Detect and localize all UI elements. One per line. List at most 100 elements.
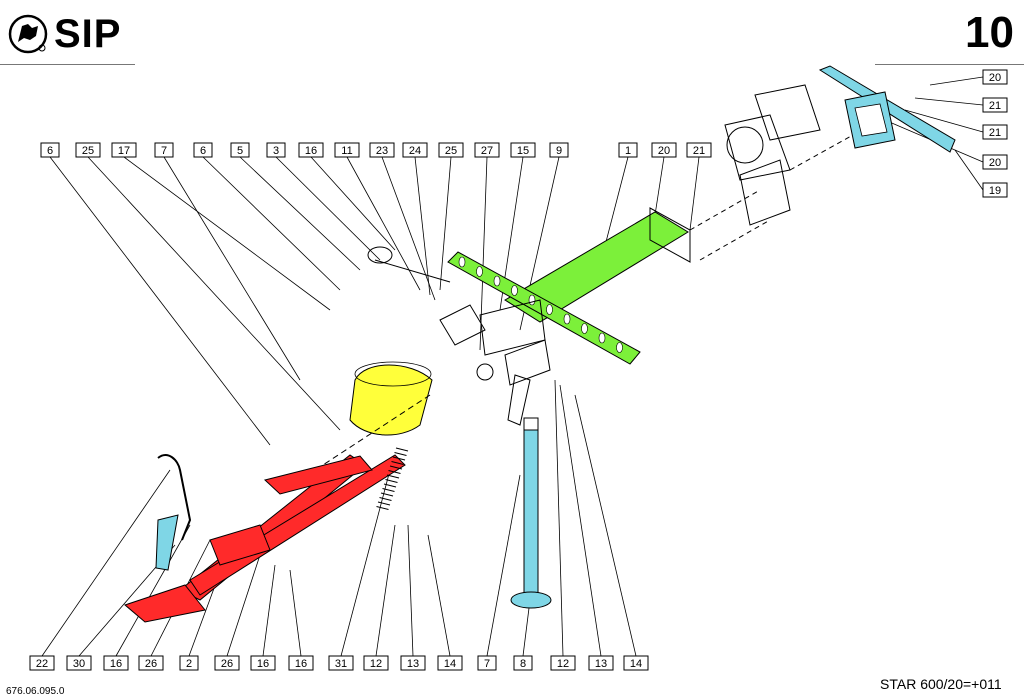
slot-hole: [476, 266, 483, 277]
hook-rod-tube: [155, 514, 179, 571]
spring-coil: [383, 483, 397, 488]
sip-logo-icon: [8, 14, 48, 54]
callout-number: 16: [110, 658, 122, 670]
callout-top-1: 6: [40, 142, 60, 158]
callout-number: 12: [557, 658, 569, 670]
callout-number: 11: [341, 145, 352, 157]
spring-coil: [379, 497, 392, 501]
callout-right-1: 20: [982, 69, 1008, 85]
callout-number: 15: [517, 145, 529, 157]
callout-bottom-9: 31: [328, 655, 354, 671]
callout-number: 12: [370, 658, 382, 670]
spring: [376, 447, 409, 510]
page-number: 10: [965, 8, 1014, 57]
callout-number: 16: [295, 658, 307, 670]
callout-number: 13: [407, 658, 419, 670]
callout-top-3: 17: [111, 142, 137, 158]
callout-number: 24: [409, 145, 421, 157]
callout-bottom-5: 2: [179, 655, 199, 671]
slot-hole: [581, 323, 588, 334]
callout-bottom-7: 16: [250, 655, 276, 671]
callout-top-9: 11: [334, 142, 360, 158]
main-beam-end-plate: [649, 207, 691, 263]
main-beam: [447, 207, 691, 365]
hitch-assembly: [299, 246, 551, 481]
callout-bottom-14: 8: [513, 655, 533, 671]
callout-top-12: 25: [438, 142, 464, 158]
callout-number: 26: [145, 658, 157, 670]
slot-hole: [493, 275, 501, 287]
slot-hole: [511, 285, 518, 296]
callout-top-15: 9: [549, 142, 569, 158]
callout-number: 21: [989, 100, 1001, 112]
red-frame-arm: [124, 454, 406, 623]
callout-number: 1: [625, 145, 631, 157]
callout-top-6: 5: [230, 142, 250, 158]
callout-right-3: 21: [982, 124, 1008, 140]
header-rule-right: [875, 64, 1024, 65]
callout-bottom-17: 14: [623, 655, 649, 671]
slot-hole: [458, 256, 466, 268]
callout-bottom-6: 26: [214, 655, 240, 671]
callout-number: 19: [989, 185, 1001, 197]
spring-coil: [377, 501, 391, 506]
callout-bottom-13: 7: [477, 655, 497, 671]
callout-bottom-8: 16: [288, 655, 314, 671]
callout-bottom-4: 26: [138, 655, 164, 671]
callout-number: 9: [556, 145, 562, 157]
slot-hole: [616, 342, 623, 353]
callout-top-10: 23: [369, 142, 395, 158]
spring-coil: [380, 492, 394, 497]
spring-coil: [382, 488, 395, 492]
callout-number: 26: [221, 658, 233, 670]
spring-coil: [391, 461, 404, 465]
callout-number: 21: [989, 127, 1001, 139]
callout-top-13: 27: [474, 142, 500, 158]
main-beam-body: [504, 211, 689, 323]
callout-bottom-10: 12: [363, 655, 389, 671]
callout-number: 25: [82, 145, 94, 157]
brand-name: SIP: [54, 12, 122, 56]
spring-coil: [395, 447, 409, 452]
callout-number: 20: [989, 72, 1001, 84]
callout-top-2: 25: [75, 142, 101, 158]
callout-top-14: 15: [510, 142, 536, 158]
callout-right-5: 19: [982, 182, 1008, 198]
slot-hole: [598, 332, 606, 344]
callout-top-17: 20: [651, 142, 677, 158]
spring-coil: [389, 465, 403, 470]
callout-number: 22: [36, 658, 48, 670]
slot-hole: [528, 294, 536, 306]
callout-number: 3: [273, 145, 279, 157]
slot-hole: [546, 304, 553, 315]
callout-number: 14: [444, 658, 456, 670]
top-bracket: [818, 65, 956, 153]
yellow-guard: [349, 361, 433, 436]
callout-top-16: 1: [618, 142, 638, 158]
support-stand: [510, 417, 552, 609]
callout-number: 16: [305, 145, 317, 157]
callout-number: 21: [693, 145, 705, 157]
callout-number: 7: [484, 658, 490, 670]
callout-bottom-1: 22: [29, 655, 55, 671]
callout-bottom-12: 14: [437, 655, 463, 671]
hook-rod: [157, 454, 192, 541]
callout-top-5: 6: [193, 142, 213, 158]
spring-coil: [392, 456, 406, 461]
spring-coil: [376, 506, 389, 510]
callout-number: 13: [595, 658, 607, 670]
spring-coil: [394, 452, 407, 456]
callout-right-4: 20: [982, 154, 1008, 170]
callout-number: 20: [658, 145, 670, 157]
callout-number: 6: [47, 145, 53, 157]
slot-hole: [563, 313, 571, 325]
callout-number: 27: [481, 145, 493, 157]
callout-top-4: 7: [154, 142, 174, 158]
callout-right-2: 21: [982, 97, 1008, 113]
callout-number: 2: [186, 658, 192, 670]
callout-top-8: 16: [298, 142, 324, 158]
callout-number: 23: [376, 145, 388, 157]
header-rule-left: [0, 64, 135, 65]
